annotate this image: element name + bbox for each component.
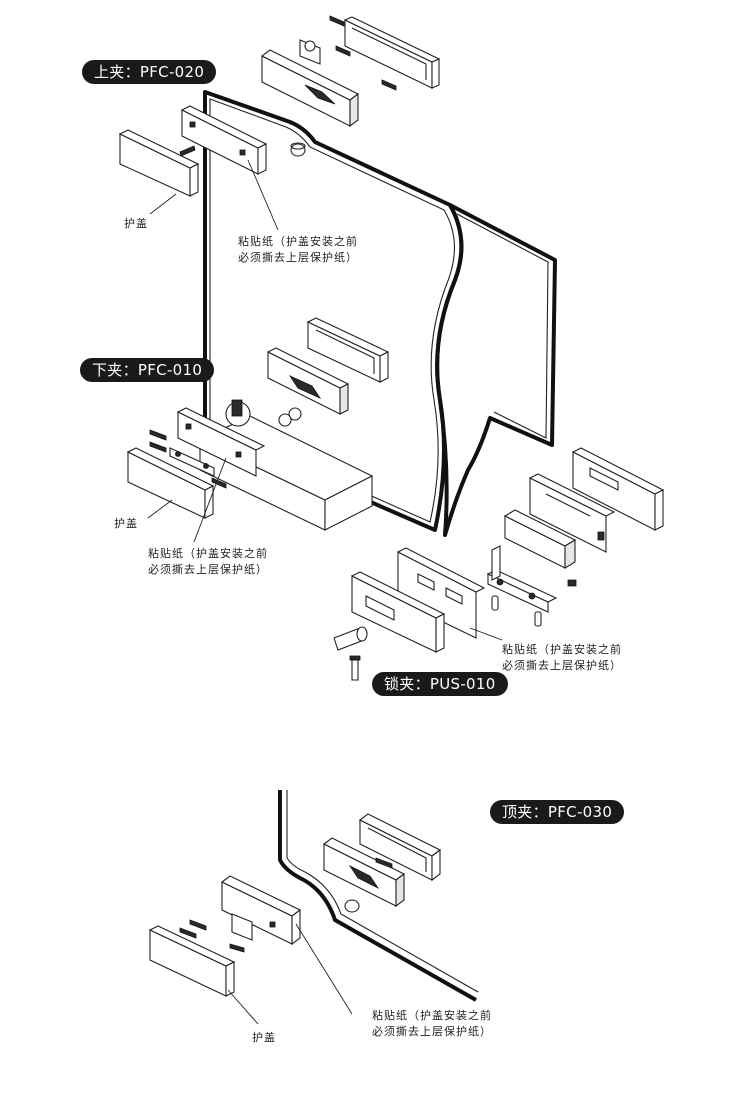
sticker-line-1: 粘贴纸（护盖安装之前 xyxy=(148,547,268,560)
sticker-line-2: 必须撕去上层保护纸） xyxy=(148,563,268,576)
tag-top-clamp: 上夹：PFC-020 xyxy=(82,60,217,84)
ceiling-clamp-parts xyxy=(148,813,442,997)
bottom-clamp-parts xyxy=(126,317,390,531)
lock-clamp-parts xyxy=(333,447,665,681)
label-sticker-top: 粘贴纸（护盖安装之前 必须撕去上层保护纸） xyxy=(238,234,358,266)
label-cover-bottom: 护盖 xyxy=(114,517,138,530)
sticker-line-2: 必须撕去上层保护纸） xyxy=(372,1025,492,1038)
label-sticker-ceiling: 粘贴纸（护盖安装之前 必须撕去上层保护纸） xyxy=(372,1008,492,1040)
label-sticker-lock: 粘贴纸（护盖安装之前 必须撕去上层保护纸） xyxy=(502,642,622,674)
glass-panel-lower-inner xyxy=(286,790,479,993)
glass-panel-right-inner xyxy=(456,213,549,439)
label-cover-top: 护盖 xyxy=(124,217,148,230)
sticker-line-2: 必须撕去上层保护纸） xyxy=(502,659,622,672)
tag-lock-clamp: 锁夹：PUS-010 xyxy=(372,672,508,696)
top-clamp-parts xyxy=(118,15,441,197)
leader-lines xyxy=(147,159,503,1025)
glass-panel-left-inner xyxy=(209,98,455,523)
sticker-line-1: 粘贴纸（护盖安装之前 xyxy=(502,643,622,656)
label-sticker-bottom: 粘贴纸（护盖安装之前 必须撕去上层保护纸） xyxy=(148,546,268,578)
glass-panel-lower xyxy=(278,790,477,1002)
sticker-line-1: 粘贴纸（护盖安装之前 xyxy=(372,1009,492,1022)
sticker-line-1: 粘贴纸（护盖安装之前 xyxy=(238,235,358,248)
tag-ceiling-clamp: 顶夹：PFC-030 xyxy=(490,800,625,824)
tag-bottom-clamp: 下夹：PFC-010 xyxy=(80,358,215,382)
sticker-line-2: 必须撕去上层保护纸） xyxy=(238,251,358,264)
glass-panel-right xyxy=(435,203,557,537)
label-cover-ceiling: 护盖 xyxy=(252,1031,276,1044)
